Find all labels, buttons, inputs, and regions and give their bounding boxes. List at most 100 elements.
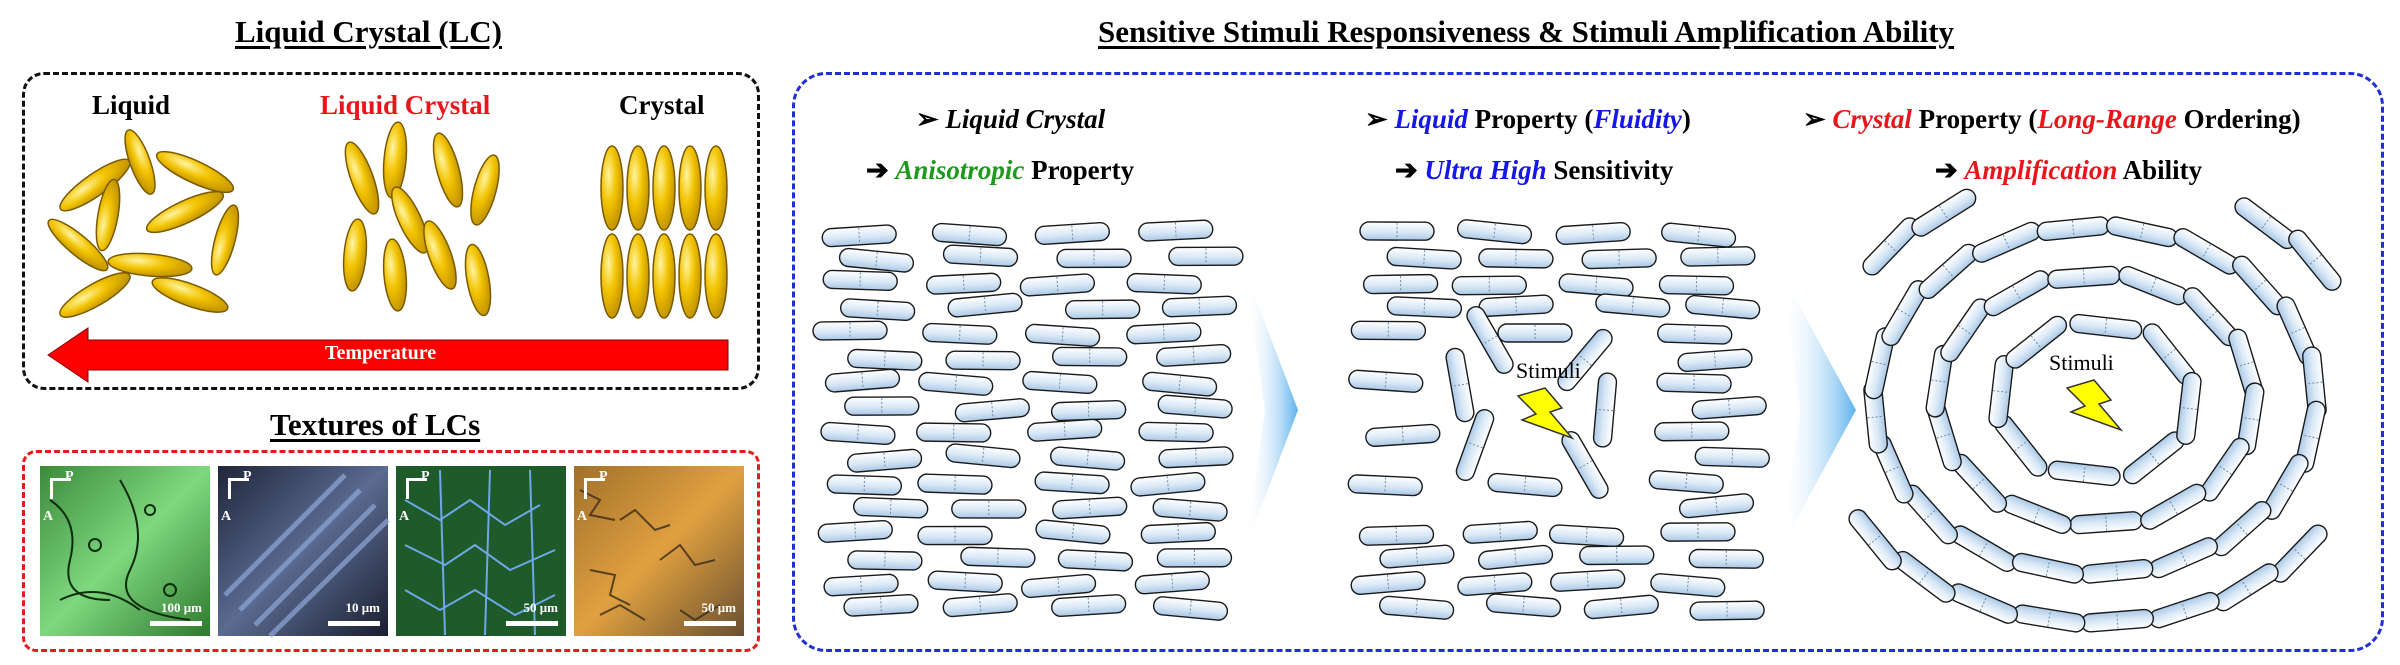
line-segment: Sensitivity [1546, 155, 1674, 185]
lc-molecule [945, 443, 1021, 469]
texture-panel-2: P A 10 μm [218, 466, 388, 636]
lc-molecule [2118, 266, 2188, 306]
scale-label: 10 μm [345, 600, 380, 615]
lc-molecule [947, 292, 1023, 318]
lc-molecule [1051, 346, 1128, 367]
bullet-arrow-icon: ➔ [1395, 155, 1425, 185]
lc-molecule [1161, 295, 1238, 318]
lc-molecule [1656, 372, 1732, 394]
lc-molecule [847, 348, 923, 371]
lc-molecule [1972, 221, 2041, 263]
lc-molecule [951, 499, 1027, 519]
line-segment: Property [1024, 155, 1135, 185]
lc-molecule [1918, 243, 1979, 300]
lc-molecule [812, 320, 888, 341]
lc-molecule [1134, 570, 1210, 595]
lightning-bolt-icon [2065, 379, 2124, 432]
panel-2-line-2: ➔ Ultra High Sensitivity [1395, 155, 1673, 186]
scale-label: 100 μm [161, 600, 202, 615]
lc-molecule [2199, 437, 2250, 502]
lc-molecule [1051, 594, 1127, 618]
lc-molecule [1126, 322, 1202, 345]
lc-molecule [1158, 446, 1234, 469]
chevron-arrow-2 [1780, 270, 1856, 550]
scale-bar [684, 621, 736, 626]
lc-molecule [1487, 472, 1563, 498]
bullet-arrow-icon: ➔ [1935, 155, 1965, 185]
lc-molecule [1583, 594, 1659, 620]
polarizer-label: P [243, 469, 252, 484]
phase-label-liquid: Liquid [92, 90, 171, 120]
lc-molecule [1362, 273, 1439, 295]
lc-molecule [1677, 348, 1753, 373]
lc-molecule [1558, 273, 1634, 298]
line-segment: Amplification [1964, 155, 2118, 185]
crossed-polarizer-icon [406, 478, 427, 499]
bullet-arrow-icon: ➔ [866, 155, 896, 185]
lc-molecule [1156, 548, 1233, 568]
lc-molecule [2149, 591, 2220, 629]
crossed-polarizer-icon [584, 478, 605, 499]
phase-label-crystal: Crystal [619, 90, 705, 120]
lc-molecule [1126, 272, 1202, 295]
lc-molecule [1035, 519, 1111, 545]
bullet-arrow-icon: ➢ [1365, 104, 1395, 134]
capsule-layer [812, 188, 2342, 633]
lc-molecule [1678, 493, 1755, 519]
crossed-polarizer-icon [50, 478, 71, 499]
lc-molecule [1027, 418, 1103, 442]
lc-molecule [824, 368, 901, 393]
lc-section-title: Liquid Crystal (LC) [235, 14, 502, 49]
lc-molecule [2140, 483, 2207, 530]
lc-molecule [1462, 520, 1538, 544]
lc-molecule [1456, 219, 1533, 245]
lc-molecule [1156, 344, 1232, 367]
lc-molecule [820, 421, 896, 446]
polarizer-label: P [65, 469, 74, 484]
lc-molecule [2005, 315, 2068, 369]
panel-3-line-2: ➔ Amplification Ability [1935, 155, 2202, 186]
lc-molecule [1478, 544, 1554, 570]
lc-molecule [1497, 323, 1573, 343]
lc-molecule [1478, 248, 1554, 269]
lc-molecule [822, 269, 898, 291]
lc-molecule [1579, 545, 1655, 566]
analyzer-label: A [221, 509, 232, 524]
line-segment: Liquid [1394, 104, 1468, 134]
line-segment: Ability [2117, 155, 2203, 185]
lc-molecule [1911, 188, 1977, 237]
lc-molecule [1948, 583, 2019, 624]
lc-molecule [1950, 525, 2017, 572]
lc-molecule [1348, 369, 1424, 393]
crossed-polarizer-icon [228, 478, 249, 499]
texture-panel-4: P A 50 μm [574, 466, 744, 636]
lc-molecule [1691, 395, 1767, 420]
panel-3-line-1: ➢ Crystal Property (Long-Range Ordering) [1803, 104, 2301, 135]
lc-molecule [1581, 248, 1657, 270]
lc-molecule [1152, 497, 1228, 522]
lc-molecule [1140, 521, 1216, 545]
lc-molecule [1694, 446, 1770, 468]
lc-molecule [1455, 408, 1495, 482]
lc-molecule [846, 448, 923, 473]
lc-molecule [1650, 573, 1726, 598]
lc-molecule [1688, 548, 1764, 569]
lc-molecule [1034, 471, 1110, 495]
lc-molecule [1848, 509, 1902, 571]
polarizer-label: P [599, 469, 608, 484]
panel-1-line-1: ➢ Liquid Crystal [916, 104, 1105, 135]
line-segment: Long-Range [2037, 104, 2177, 134]
lc-molecule [1359, 221, 1435, 241]
lc-molecule [844, 396, 920, 416]
lc-molecule [2002, 494, 2072, 534]
lc-molecule [1555, 221, 1631, 246]
line-segment: Liquid Crystal [945, 104, 1106, 134]
lc-molecule [1689, 600, 1765, 621]
lc-molecule [927, 570, 1003, 593]
scale-bar [506, 621, 558, 626]
texture-panel-1: P A 100 μm [40, 466, 210, 636]
lc-molecule [942, 593, 1018, 618]
lc-molecule [918, 371, 994, 396]
panel-2-line-1: ➢ Liquid Property (Fluidity) [1365, 104, 1691, 135]
